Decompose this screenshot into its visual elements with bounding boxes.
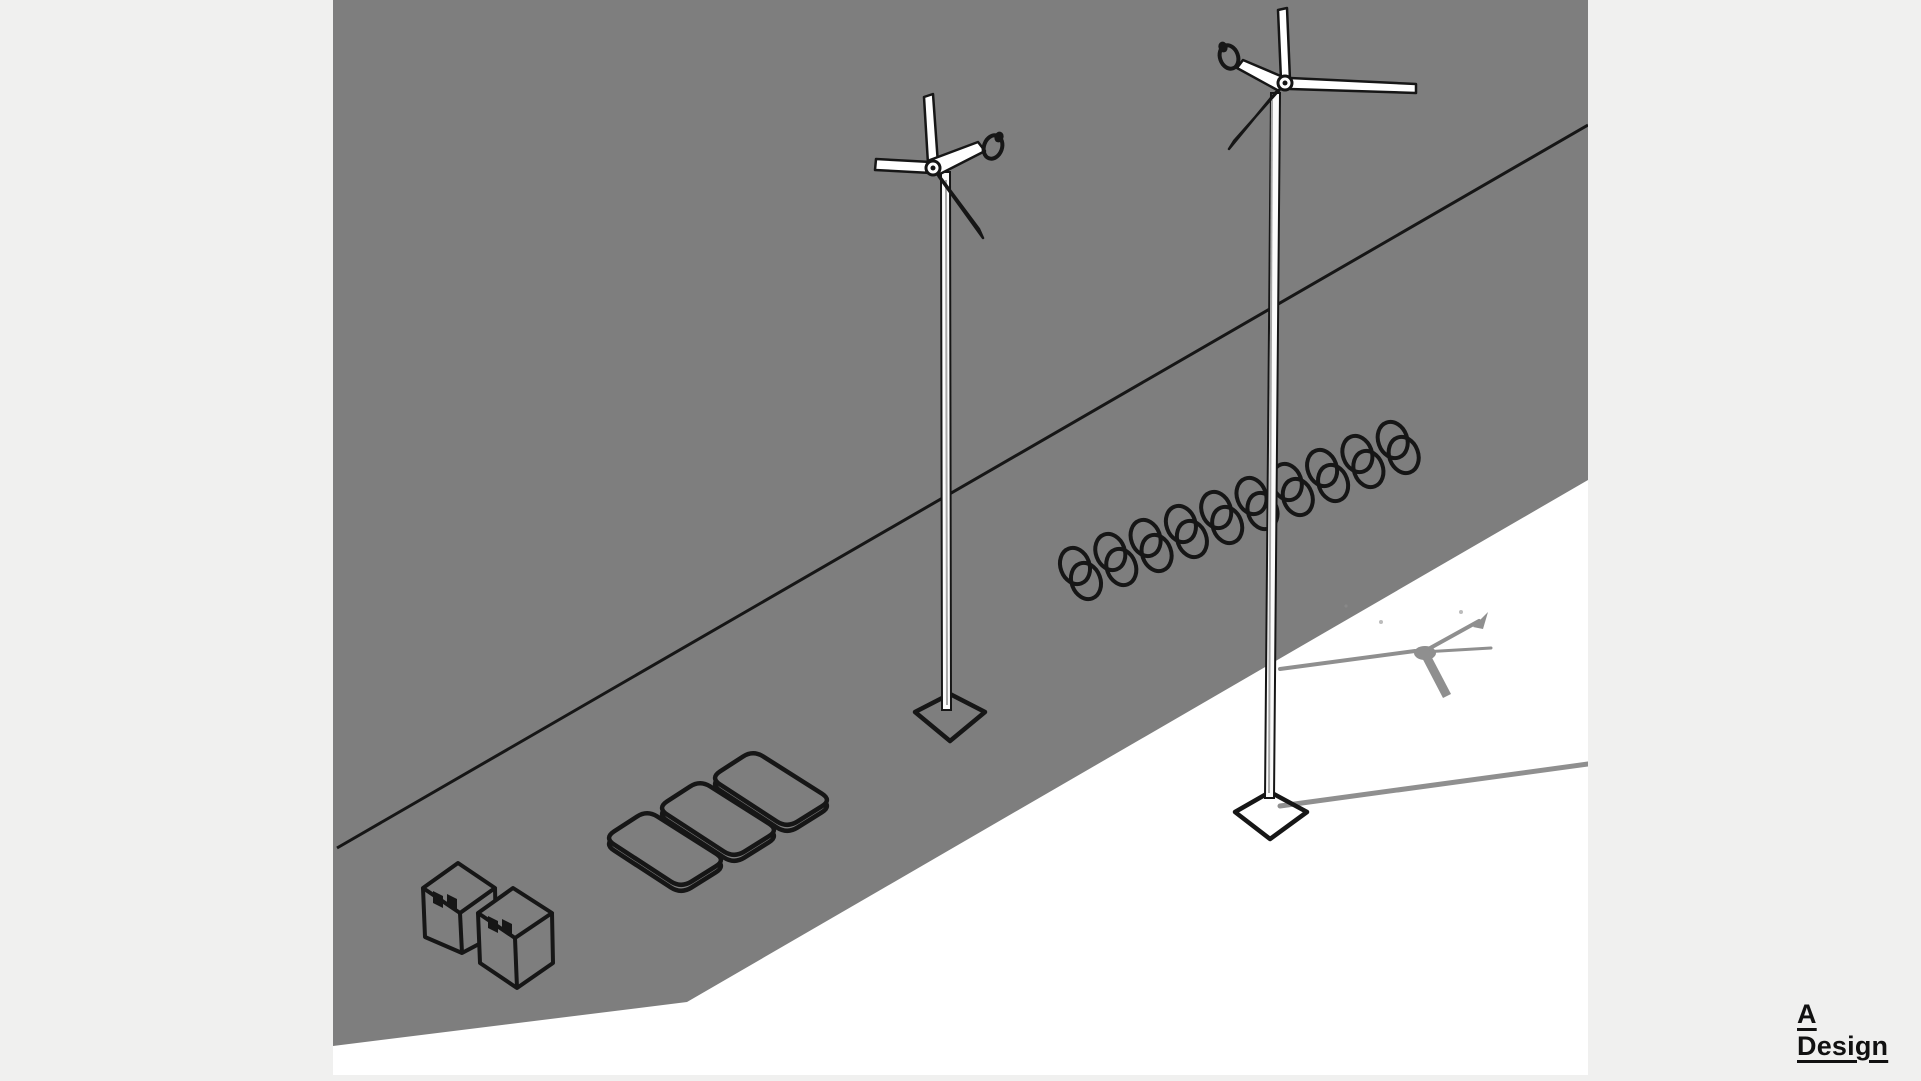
illustration-canvas <box>333 0 1588 1075</box>
wind-turbine-left <box>873 92 1005 744</box>
turbine-rotor <box>1217 6 1418 151</box>
solar-panel <box>659 781 777 864</box>
battery-unit-2 <box>476 886 555 990</box>
boundary-line <box>336 123 1588 850</box>
site-render <box>333 0 1588 1046</box>
solar-panel <box>606 811 724 894</box>
solar-panel-array <box>606 751 830 894</box>
turbine-rotor <box>873 92 1005 240</box>
brand-line-1: A <box>1797 999 1817 1029</box>
wind-turbine-right <box>1217 6 1418 842</box>
brand-link[interactable]: A Design <box>1797 998 1888 1062</box>
turbine-base <box>1232 789 1310 842</box>
turbine-shadow <box>1277 604 1588 809</box>
brand-line-2: Design <box>1797 1031 1889 1061</box>
turbine-base <box>912 691 988 744</box>
solar-panel <box>712 751 830 834</box>
